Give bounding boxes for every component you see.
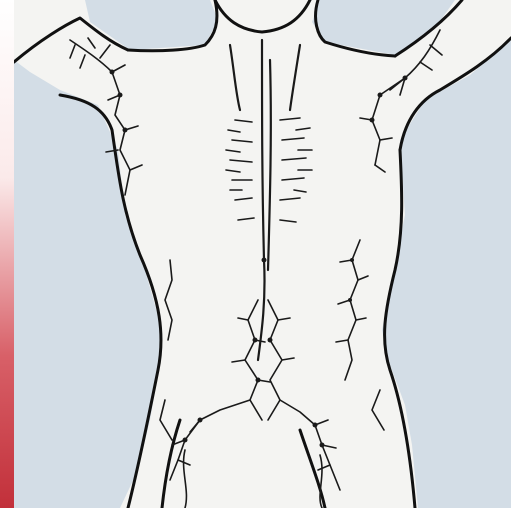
lymphatic-system-illustration: [14, 0, 511, 508]
left-edge-gradient-strip: [0, 0, 14, 508]
